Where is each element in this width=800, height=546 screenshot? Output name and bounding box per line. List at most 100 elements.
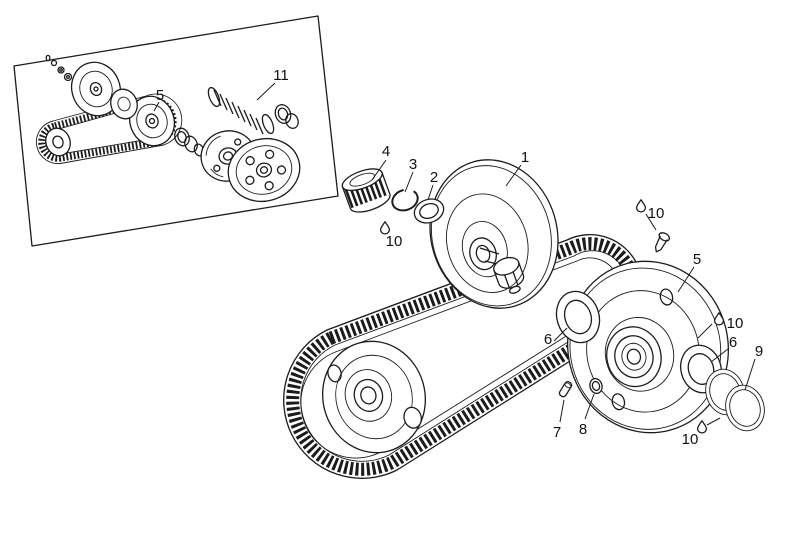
callout-3: 3 (409, 156, 417, 173)
leader-7 (559, 399, 565, 423)
hub-bore (626, 348, 642, 365)
callout-10-upper-left: 10 (386, 233, 403, 250)
pulley-hole (611, 393, 626, 411)
fastener (45, 54, 51, 62)
bearing-bottom (349, 193, 391, 213)
inset-clutch-spring (207, 86, 275, 135)
screw-head (658, 232, 671, 242)
shim-rings-9 (705, 368, 765, 432)
leader-6-left (553, 327, 568, 342)
snap-ring-3 (391, 188, 419, 212)
disc-outer (429, 159, 559, 309)
bearing-top (341, 168, 383, 192)
inset-drive-pulley (45, 127, 71, 157)
pin-7 (558, 380, 573, 398)
pulley-center (148, 117, 156, 125)
driven-pulley-half-5 (566, 260, 730, 434)
inset-clutch-bell (227, 137, 301, 203)
inset-rings-left (174, 127, 205, 157)
pulley-hub (52, 135, 64, 149)
inset-border (13, 15, 339, 247)
disc-rim (430, 165, 552, 307)
inset-variator-face (70, 61, 122, 117)
spring-coils (213, 89, 264, 135)
belt-outer-edge (283, 234, 643, 479)
callout-10-right: 10 (727, 315, 744, 332)
face-center (93, 86, 99, 92)
pulley-half-1 (429, 159, 559, 309)
ring-outer (725, 384, 765, 432)
clutch-shoe (205, 135, 221, 156)
callout-6-right: 6 (729, 334, 737, 351)
disc-cone (445, 193, 529, 293)
fastener (50, 59, 58, 67)
pulley-ring (136, 103, 168, 139)
pulley-rim (569, 267, 722, 430)
bushing-8 (589, 377, 603, 395)
ring (277, 107, 289, 121)
pulley-cone (586, 290, 700, 413)
bearing-bore (349, 172, 376, 187)
fastener (57, 66, 65, 74)
ring-inner (729, 389, 761, 427)
inset-fasteners (45, 54, 73, 82)
bell-hub-bore (259, 166, 269, 174)
leader-10-lower (706, 417, 721, 426)
bell-hub (255, 162, 273, 178)
nut-facet (504, 274, 511, 289)
fastener (65, 74, 71, 80)
shim-ring (725, 384, 765, 432)
pulley-hub (145, 113, 159, 129)
callout-10-upper-right: 10 (648, 205, 665, 222)
oil-drop-icon (696, 420, 708, 434)
callout-9: 9 (755, 343, 763, 360)
face-groove (335, 354, 413, 440)
inset-driven-pulley (128, 95, 176, 147)
leader-2 (427, 184, 434, 201)
ring-inner (419, 203, 439, 219)
shaft-edge (479, 247, 500, 255)
bell-inner (235, 145, 293, 195)
callout-7: 7 (553, 424, 561, 441)
callout-10-lower: 10 (682, 431, 699, 448)
leader-9 (744, 358, 756, 391)
plate-outer (110, 88, 138, 120)
pin-body (558, 380, 573, 398)
fastener (59, 68, 63, 72)
callout-6-left: 6 (544, 331, 552, 348)
clutch-pin (213, 164, 221, 172)
belt-outer-edge (36, 93, 183, 164)
callout-8: 8 (579, 421, 587, 438)
ring (177, 131, 187, 143)
leader-11 (256, 82, 276, 101)
belt-teeth (286, 237, 640, 476)
inset-ramp-plate (110, 88, 138, 120)
pin-end (564, 382, 572, 389)
ring (285, 113, 299, 129)
screw-shank (654, 235, 668, 253)
callout-5-inset: 5 (156, 87, 164, 104)
belt-inner-edge (300, 250, 628, 462)
clutch-hub-bore (222, 151, 234, 161)
shaft-stub (508, 285, 521, 294)
plate-hub (117, 96, 131, 112)
main-exploded-view (283, 159, 765, 479)
nut-facet (512, 271, 519, 286)
leader-5 (677, 266, 695, 293)
spring-end (207, 86, 221, 108)
ring-inner (687, 353, 715, 385)
callout-1: 1 (521, 149, 529, 166)
ring-inner (563, 299, 593, 335)
face-hub (353, 378, 384, 412)
leader-10-right (697, 323, 713, 339)
bell-hole (276, 165, 287, 175)
bell-hole (264, 181, 274, 191)
bushing-bore (591, 380, 601, 392)
callout-11: 11 (273, 67, 289, 84)
disc-cone-inner (461, 221, 508, 278)
bell-hole (245, 175, 255, 185)
callouts: 1 2 3 4 5 5 6 6 7 8 9 10 10 10 10 11 (153, 67, 763, 448)
face-hole (327, 364, 342, 383)
